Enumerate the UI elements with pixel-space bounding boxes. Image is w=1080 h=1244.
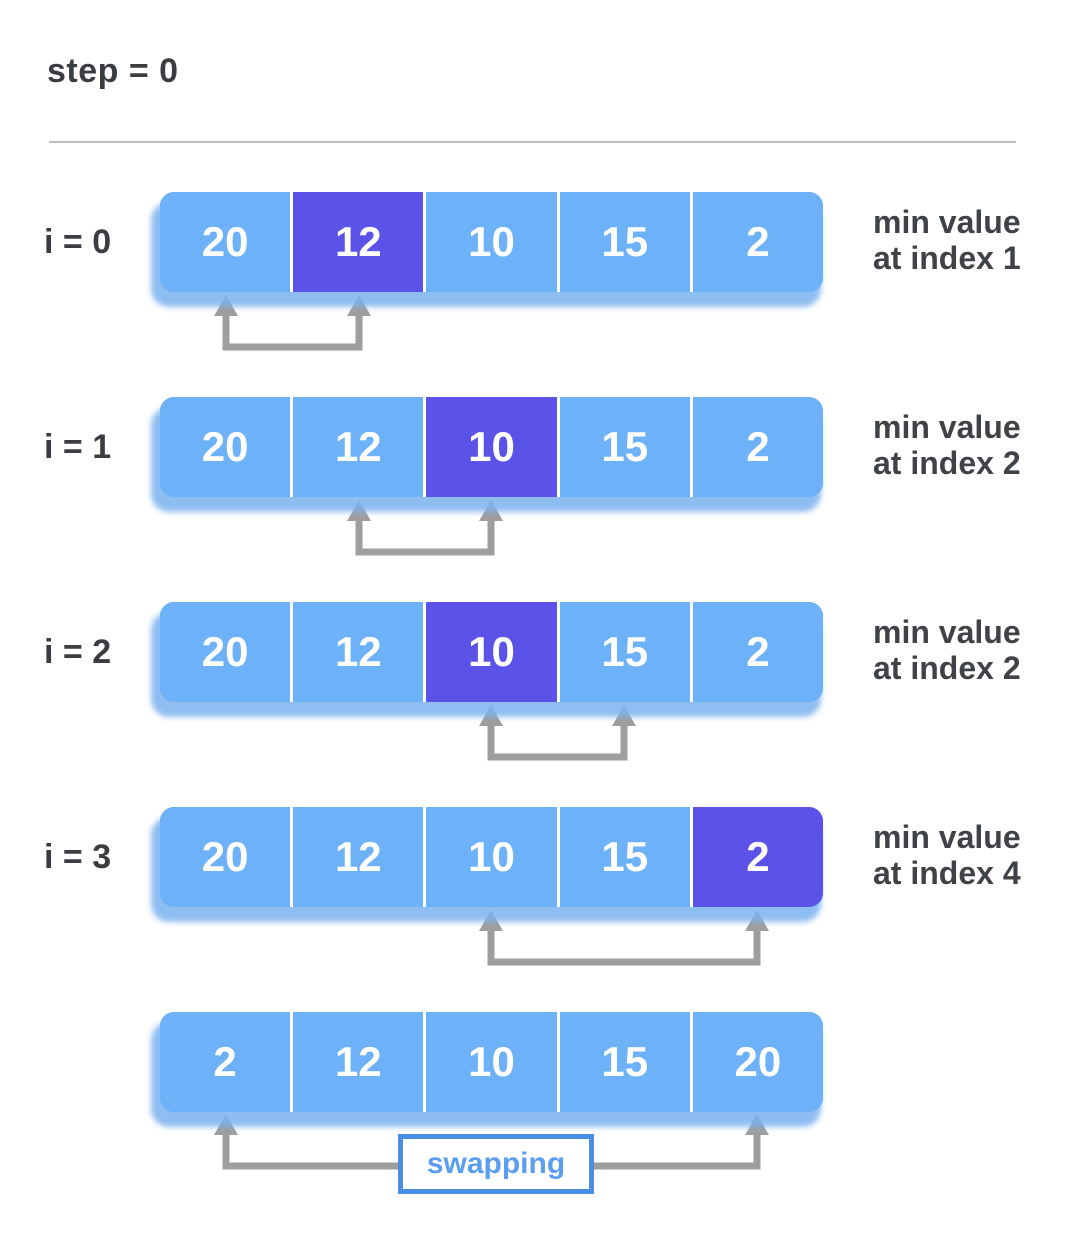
- array-bar: 20 12 10 15 2: [160, 192, 823, 292]
- step-title: step = 0: [47, 52, 179, 90]
- array-cell: 15: [559, 192, 693, 292]
- array-cell: 20: [160, 192, 294, 292]
- note-line: at index 1: [873, 240, 1021, 276]
- cell-value: 10: [468, 218, 515, 265]
- array-cell: 2: [692, 192, 823, 292]
- cell-value: 15: [601, 1038, 649, 1085]
- array-cell: 10: [426, 602, 560, 702]
- array-cell: 10: [426, 807, 560, 907]
- array-cell: 10: [426, 192, 560, 292]
- array-cell: 10: [426, 1012, 560, 1112]
- array-bar: 20 12 10 15 2: [160, 807, 823, 907]
- array-cell: 20: [160, 807, 294, 907]
- cell-value: 10: [468, 628, 515, 675]
- array-cell: 15: [559, 1012, 693, 1112]
- cell-value: 2: [746, 833, 770, 880]
- cell-value: 12: [334, 628, 382, 675]
- note-line: at index 2: [873, 445, 1021, 481]
- cell-value: 2: [746, 218, 770, 265]
- min-value-note: min value at index 2: [873, 409, 1021, 481]
- array-cell: 12: [293, 807, 427, 907]
- note-line: min value: [873, 409, 1021, 445]
- note-line: min value: [873, 819, 1021, 855]
- cell-value: 2: [746, 628, 770, 675]
- array-cell: 20: [160, 602, 294, 702]
- min-value-note: min value at index 4: [873, 819, 1021, 891]
- array-cell: 20: [160, 397, 294, 497]
- cell-value: 10: [468, 1038, 515, 1085]
- cell-value: 15: [601, 628, 649, 675]
- cell-value: 15: [601, 423, 649, 470]
- row-label: i = 3: [44, 838, 112, 876]
- array-row: i = 3 20 12 10 15 2 min value at index 4: [0, 807, 1080, 922]
- array-cell: 12: [293, 397, 427, 497]
- swapping-label: swapping: [426, 1147, 566, 1180]
- array-cell: 15: [559, 602, 693, 702]
- array-row: i = 2 20 12 10 15 2 min value at index 2: [0, 602, 1080, 717]
- cell-value: 20: [201, 218, 249, 265]
- note-line: min value: [873, 614, 1021, 650]
- note-line: min value: [873, 204, 1021, 240]
- cell-value: 10: [468, 423, 515, 470]
- cell-value: 12: [334, 423, 382, 470]
- cell-value: 10: [468, 833, 515, 880]
- array-cell: 15: [559, 397, 693, 497]
- array-cell: 20: [692, 1012, 823, 1112]
- array-cell: 12: [293, 192, 427, 292]
- note-line: at index 4: [873, 855, 1021, 891]
- cell-value: 20: [201, 628, 249, 675]
- cell-value: 20: [201, 833, 249, 880]
- array-bar: 20 12 10 15 2: [160, 602, 823, 702]
- cell-value: 12: [334, 1038, 382, 1085]
- array-cell: 12: [293, 1012, 427, 1112]
- array-bar: 20 12 10 15 2: [160, 397, 823, 497]
- row-label: i = 0: [44, 223, 112, 261]
- row-label: i = 1: [44, 428, 112, 466]
- cell-value: 12: [334, 833, 382, 880]
- array-cell: 10: [426, 397, 560, 497]
- min-value-note: min value at index 2: [873, 614, 1021, 686]
- result-row: 2 12 10 15 20: [0, 1012, 1080, 1127]
- cell-value: 2: [746, 423, 770, 470]
- cell-value: 15: [601, 218, 649, 265]
- swapping-box: swapping: [398, 1134, 594, 1194]
- array-cell: 2: [692, 807, 823, 907]
- array-row: i = 1 20 12 10 15 2 min value at index 2: [0, 397, 1080, 512]
- array-cell: 2: [692, 602, 823, 702]
- divider-line: [49, 141, 1016, 143]
- note-line: at index 2: [873, 650, 1021, 686]
- array-cell: 15: [559, 807, 693, 907]
- cell-value: 12: [334, 218, 382, 265]
- array-bar: 2 12 10 15 20: [160, 1012, 823, 1112]
- array-cell: 2: [160, 1012, 294, 1112]
- cell-value: 2: [213, 1038, 237, 1085]
- array-row: i = 0 20 12 10 15 2 min value at index 1: [0, 192, 1080, 307]
- min-value-note: min value at index 1: [873, 204, 1021, 276]
- array-cell: 2: [692, 397, 823, 497]
- cell-value: 20: [734, 1038, 782, 1085]
- cell-value: 15: [601, 833, 649, 880]
- array-cell: 12: [293, 602, 427, 702]
- row-label: i = 2: [44, 633, 112, 671]
- cell-value: 20: [201, 423, 249, 470]
